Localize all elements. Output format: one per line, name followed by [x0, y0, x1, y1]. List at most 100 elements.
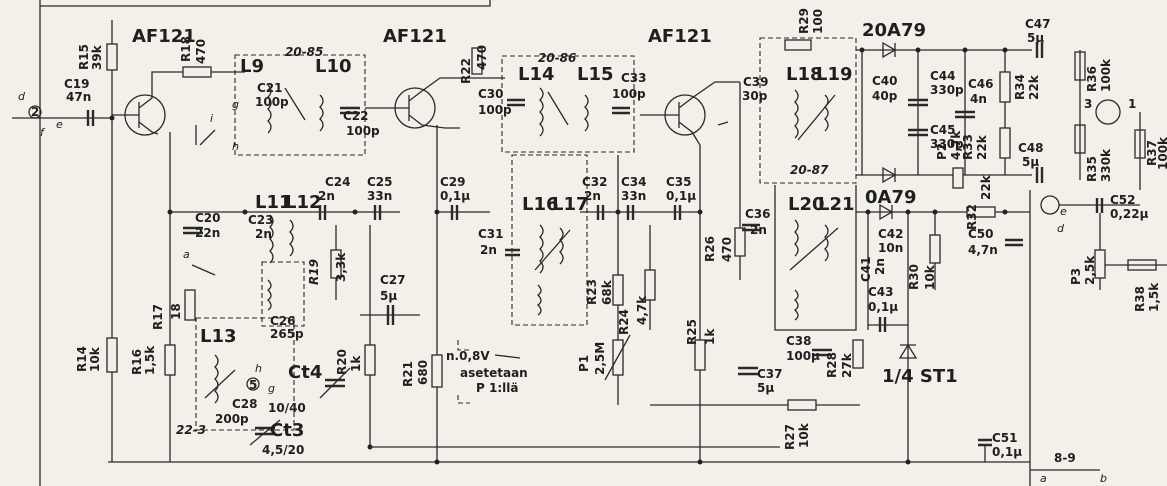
r21-symbol: [431, 354, 443, 388]
c31-symbol: [505, 248, 520, 257]
r34-value: 22k: [1027, 74, 1041, 100]
r14-symbol: [106, 337, 118, 373]
switch-g2-label: g: [268, 382, 275, 395]
c47-label: C47: [1025, 17, 1051, 31]
r28-symbol: [852, 339, 864, 369]
c51-label: C51: [992, 431, 1018, 445]
r23-label: R23: [585, 279, 599, 305]
c35-value: 0,1µ: [666, 189, 696, 203]
r38-value: 1,5k: [1147, 282, 1161, 312]
c47-value: 5µ: [1027, 31, 1044, 45]
switch-g-label: g: [232, 98, 239, 111]
r20-value: 1k: [349, 355, 363, 372]
l11-label: L11: [255, 192, 292, 213]
ct4-label: Ct4: [288, 362, 322, 383]
r22-value: 470: [475, 45, 489, 70]
switch-a2-label: a: [1040, 472, 1047, 485]
c26-label: C26: [270, 314, 296, 328]
r27-symbol: [787, 399, 817, 411]
c19-value: 47n: [66, 90, 91, 104]
l10-label: L10: [315, 56, 352, 77]
c35-label: C35: [666, 175, 692, 189]
c30-symbol: [507, 98, 525, 107]
pin-2-label: 2: [31, 105, 39, 119]
c42-value: 10n: [878, 241, 903, 255]
c48-value: 5µ: [1022, 155, 1039, 169]
switch-f-label: f: [40, 126, 46, 139]
r18-symbol: [182, 66, 212, 78]
r28-value: 27k: [840, 352, 854, 378]
switch-a-label: a: [183, 248, 190, 261]
r29-label: R29: [797, 8, 811, 34]
voltage-note: n.0,8V: [446, 349, 490, 363]
c44-symbol: [908, 98, 928, 107]
c37-label: C37: [757, 367, 783, 381]
p2-symbol: [952, 167, 964, 189]
r20-symbol: [364, 344, 376, 376]
r18-label: R18: [179, 36, 193, 62]
l15-coil: [584, 94, 589, 132]
switch-d2-label: d: [1057, 222, 1065, 235]
l13-coil: [214, 354, 219, 404]
transistor-3-label: AF121: [648, 26, 712, 47]
c25-label: C25: [367, 175, 393, 189]
c44-value: 330p: [930, 83, 964, 97]
l9-coil: [267, 84, 272, 134]
r30-value: 10k: [923, 264, 937, 290]
c20-value: 22n: [195, 226, 220, 240]
r34-label: R34: [1013, 74, 1027, 100]
c19-label: C19: [64, 77, 90, 91]
c50-label: C50: [968, 227, 994, 241]
c24-symbol: [318, 205, 327, 220]
c28-label: C28: [232, 397, 258, 411]
ct4-value: 10/40: [268, 401, 306, 415]
c30-label: C30: [478, 87, 504, 101]
r33-symbol: [999, 127, 1011, 159]
c52-symbol: [1095, 198, 1104, 213]
switch-i-label: i: [210, 112, 213, 125]
filter-20-85-label: 20-85: [285, 45, 323, 59]
p3-value: 2,5k: [1083, 255, 1097, 285]
r16-value: 1,5k: [143, 345, 157, 375]
junction-dots: [109, 47, 1008, 465]
c26-value: 265p: [270, 327, 304, 341]
switch-d-label: d: [18, 90, 26, 103]
r18-value: 470: [194, 39, 208, 64]
l21-label: L21: [818, 194, 855, 215]
adjust-note-2: P 1:llä: [476, 381, 518, 395]
c50-value: 4,7n: [968, 243, 998, 257]
c39-value: 30p: [742, 89, 768, 103]
c41-value: 2n: [873, 258, 887, 275]
ct4-symbol: [325, 378, 345, 388]
st1-label: 1/4 ST1: [882, 366, 958, 387]
r28-label: R28: [825, 352, 839, 378]
ct3-label: Ct3: [270, 420, 304, 441]
r24-symbol: [644, 269, 656, 301]
c52-value: 0,22µ: [1110, 207, 1149, 221]
l14-coil: [539, 87, 544, 137]
c20-symbol: [183, 226, 203, 235]
r17-value: 18: [169, 303, 183, 320]
r34-symbol: [999, 71, 1011, 103]
l14-label: L14: [518, 64, 555, 85]
c21-value: 100p: [255, 95, 289, 109]
c31-value: 2n: [480, 243, 497, 257]
r19-value: 3,3k: [334, 252, 348, 282]
c29-value: 0,1µ: [440, 189, 470, 203]
c22-label: C22: [343, 109, 369, 123]
r37-label: R37: [1145, 140, 1159, 166]
r22-label: R22: [459, 58, 473, 84]
c30-value: 100p: [478, 103, 512, 117]
c25-value: 33n: [367, 189, 392, 203]
c51-value: 0,1µ: [992, 445, 1022, 459]
ct3-symbol: [255, 426, 275, 436]
r25-symbol: [694, 339, 706, 371]
c36-value: 2n: [750, 223, 767, 237]
l16-coil: [539, 224, 544, 274]
c33-symbol: [612, 106, 630, 115]
c33-label: C33: [621, 71, 647, 85]
r30-label: R30: [907, 264, 921, 290]
c45-value: 330p: [930, 137, 964, 151]
c24-label: C24: [325, 175, 351, 189]
st1-diode-symbol: [898, 343, 918, 359]
